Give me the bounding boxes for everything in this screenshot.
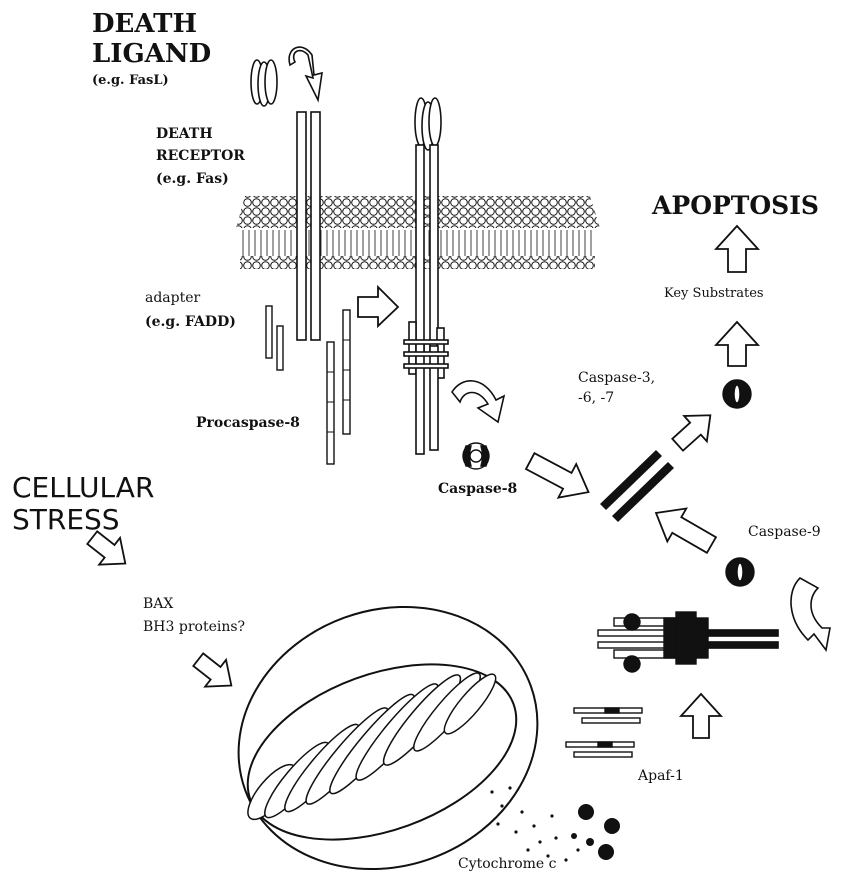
adapter-label: adapter (145, 290, 201, 306)
caspase-8-active-icon (463, 443, 489, 469)
apaf-1-icon (566, 708, 642, 757)
autocleavage-curved-arrow (452, 381, 504, 422)
caspase9-label: Caspase-9 (748, 524, 821, 540)
procaspase8-label: Procaspase-8 (196, 415, 300, 431)
procaspase-8-icon (327, 310, 350, 464)
up-arrow-to-substrates (716, 322, 758, 366)
up-arrow-to-apoptosis (716, 226, 758, 272)
apoptosome-curved-arrow (791, 578, 830, 650)
death-ligand-title-line2: LIGAND (92, 39, 211, 69)
caspase-3-active-icon (723, 380, 751, 408)
apaf1-label: Apaf-1 (637, 768, 684, 784)
bax-label: BAX (143, 596, 173, 612)
caspase8-label: Caspase-8 (438, 481, 517, 497)
death-receptor-example: (e.g. Fas) (156, 171, 229, 187)
bax-arrow-to-mitochondrion (188, 646, 242, 699)
cellular-stress-line1: CELLULAR (12, 471, 154, 504)
caspase-9-to-executioner-arrow (647, 497, 721, 562)
death-receptor-line2: RECEPTOR (156, 148, 245, 164)
key-substrates-label: Key Substrates (664, 286, 764, 301)
adapter-fadd-icon (266, 306, 283, 370)
cytochrome-c-label: Cytochrome c (458, 856, 557, 872)
adapter-example: (e.g. FADD) (145, 314, 236, 330)
ligand-binding-curved-arrow (289, 47, 322, 100)
apoptosome-icon (598, 612, 778, 672)
death-ligand-icon (251, 60, 277, 106)
executioner-activation-arrow (666, 403, 721, 458)
apaf1-assembly-arrow (681, 694, 721, 738)
caspase367-line1: Caspase-3, (578, 370, 655, 386)
death-receptor-line1: DEATH (156, 126, 213, 142)
cellular-stress-line2: STRESS (12, 503, 120, 536)
death-ligand-example: (e.g. FasL) (92, 73, 169, 88)
death-ligand-title-line1: DEATH (92, 9, 197, 39)
caspase367-line2: -6, -7 (578, 390, 614, 406)
apoptosis-label: APOPTOSIS (651, 191, 819, 220)
bh3-label: BH3 proteins? (143, 619, 245, 635)
caspase-9-active-icon (726, 558, 754, 586)
death-receptor-bound-complex (404, 98, 448, 454)
mitochondrion-icon (201, 566, 574, 875)
activation-arrow-right (358, 287, 398, 326)
caspase-8-to-executioner-arrow (521, 444, 597, 509)
